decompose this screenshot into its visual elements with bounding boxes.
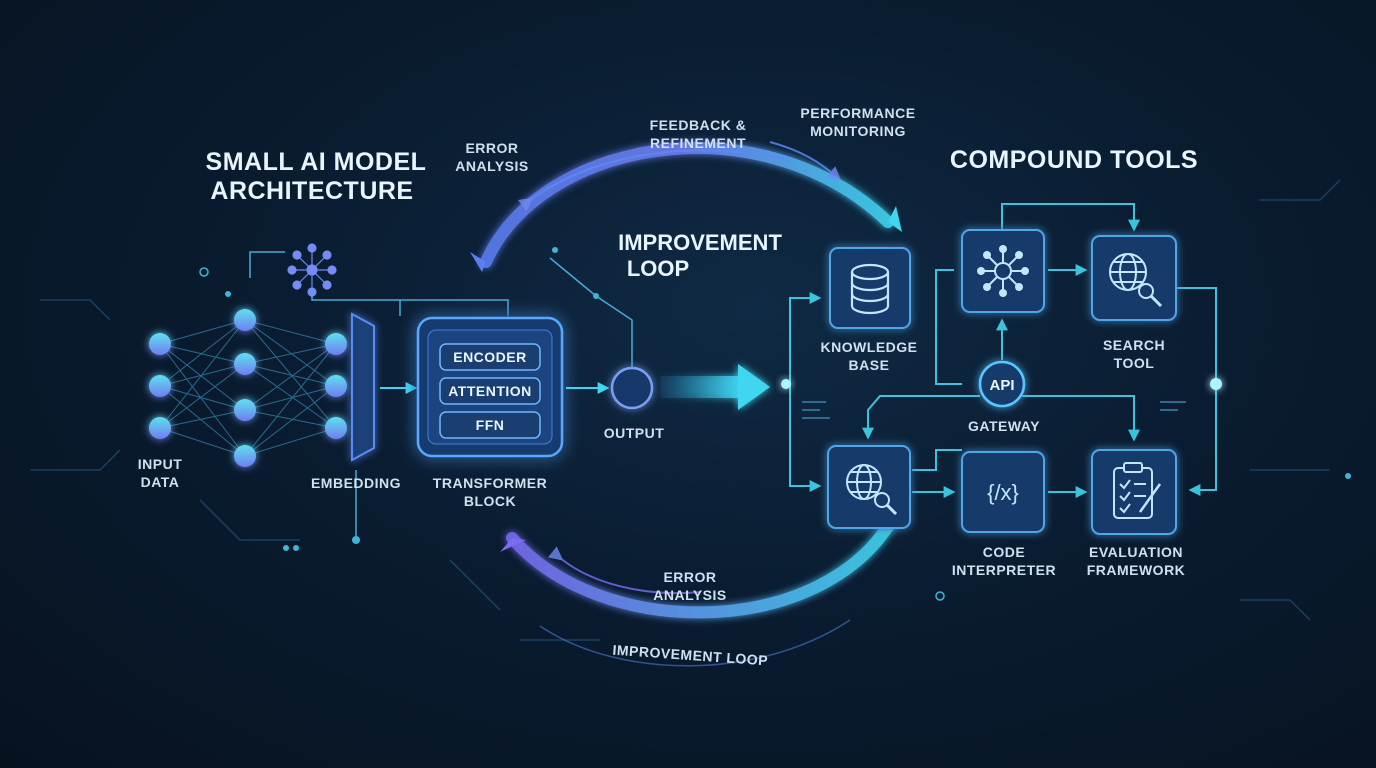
error-analysis-top-line2: ANALYSIS (455, 158, 529, 174)
output-circle (610, 366, 654, 410)
output-label: OUTPUT (604, 425, 665, 441)
neural-network (149, 243, 509, 467)
network-nodes (149, 309, 347, 467)
embedding-layer (351, 300, 418, 544)
error-analysis-bottom-line1: ERROR (663, 569, 716, 585)
code-interpreter-label-line2: INTERPRETER (952, 562, 1056, 578)
junction-dot (1210, 378, 1222, 390)
decorative-dots (199, 247, 1351, 601)
clipboard-check-icon (1113, 462, 1162, 519)
junction-dot (781, 379, 791, 389)
hidden-node (234, 399, 256, 421)
input-data-label-line1: INPUT (138, 456, 183, 472)
embedding-label: EMBEDDING (311, 475, 401, 491)
evaluation-label-line1: EVALUATION (1089, 544, 1183, 560)
search-tool-label-line2: TOOL (1114, 355, 1155, 371)
evaluation-label-line2: FRAMEWORK (1087, 562, 1186, 578)
knowledge-base-label-line2: BASE (849, 357, 890, 373)
code-interpreter-label-line1: CODE (983, 544, 1025, 560)
output-node (325, 375, 347, 397)
ffn-pill (439, 411, 541, 439)
performance-label-line1: PERFORMANCE (800, 105, 915, 121)
network-hub-icon (287, 243, 337, 297)
input-node (149, 417, 171, 439)
code-icon: {/x} (987, 480, 1019, 505)
output-node (325, 333, 347, 355)
database-icon (850, 263, 890, 315)
encoder-label: ENCODER (453, 349, 527, 365)
knowledge-base-tile[interactable] (829, 247, 911, 329)
network-icon (977, 245, 1029, 297)
network-to-block-connector (311, 292, 509, 316)
api-gateway[interactable]: API (978, 360, 1026, 408)
output-node-group (549, 257, 654, 410)
attention-pill (439, 377, 541, 405)
input-node (149, 333, 171, 355)
hub-tool-tile[interactable] (961, 229, 1045, 313)
hub-to-block-connector (249, 251, 285, 278)
bottom-arc (506, 514, 898, 619)
transformer-label-line1: TRANSFORMER (433, 475, 547, 491)
input-node (149, 375, 171, 397)
title-left-line2: ARCHITECTURE (210, 177, 413, 205)
transformer-label-line2: BLOCK (464, 493, 516, 509)
hidden-node (234, 309, 256, 331)
center-title-line1: IMPROVEMENT (618, 230, 782, 255)
search-tool-tile[interactable] (1091, 235, 1177, 321)
ffn-label: FFN (476, 417, 505, 433)
encoder-pill (439, 343, 541, 371)
transformer-block: ENCODER ATTENTION FFN (416, 316, 564, 458)
network-edges (159, 319, 337, 457)
title-left-line1: SMALL AI MODEL (206, 148, 427, 176)
web-search-tile[interactable] (827, 445, 911, 529)
center-title-line2: LOOP (627, 256, 689, 281)
hidden-node (234, 445, 256, 467)
feedback-label-line1: FEEDBACK & (650, 117, 747, 133)
error-analysis-top-line1: ERROR (465, 140, 518, 156)
flow-arrow (660, 364, 770, 410)
output-node (325, 417, 347, 439)
decorative-circuit-traces (30, 179, 1341, 641)
globe-search-icon (1109, 253, 1163, 308)
search-tool-label-line1: SEARCH (1103, 337, 1165, 353)
feedback-label-line2: REFINEMENT (650, 135, 746, 151)
decorative-text-lines (802, 401, 1186, 419)
gateway-label: GATEWAY (968, 418, 1040, 434)
improvement-loop-bottom-label: IMPROVEMENT LOOP (612, 642, 769, 669)
error-analysis-bottom-line2: ANALYSIS (653, 587, 727, 603)
input-data-label-line2: DATA (141, 474, 180, 490)
attention-label: ATTENTION (448, 383, 532, 399)
globe-search-icon (846, 464, 898, 516)
hidden-node (234, 353, 256, 375)
api-label: API (989, 377, 1014, 394)
code-interpreter-tile[interactable]: {/x} (961, 451, 1045, 533)
knowledge-base-label-line1: KNOWLEDGE (820, 339, 917, 355)
performance-label-line2: MONITORING (810, 123, 906, 139)
evaluation-framework-tile[interactable] (1091, 449, 1177, 535)
title-right: COMPOUND TOOLS (950, 146, 1198, 174)
improvement-loop (470, 141, 902, 667)
